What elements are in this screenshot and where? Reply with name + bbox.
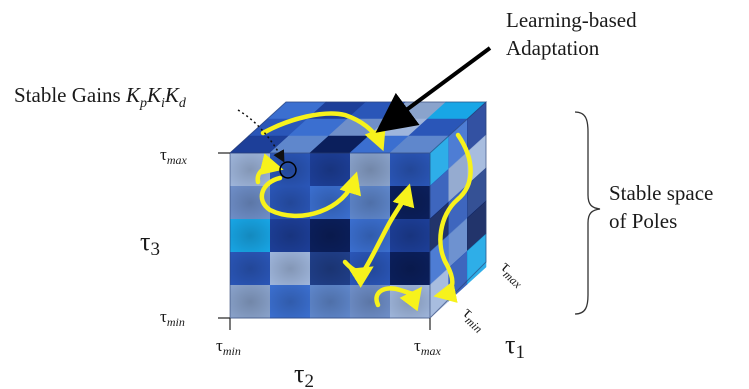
cube-side-face bbox=[429, 101, 487, 319]
cube-tile-shade bbox=[230, 285, 271, 319]
adaptation-label-line2: Adaptation bbox=[506, 36, 600, 60]
tau2-axis-title: τ2 bbox=[294, 359, 314, 389]
cube-tile-shade bbox=[390, 252, 431, 286]
trajectory-left-up bbox=[255, 153, 284, 185]
trajectory-loop-left bbox=[259, 171, 362, 219]
space-bracket bbox=[574, 111, 601, 315]
trajectory-top bbox=[260, 111, 386, 152]
cube-tile-shade bbox=[390, 219, 431, 253]
cube-tile-shade bbox=[230, 252, 271, 286]
cube-tile-shade bbox=[390, 153, 431, 187]
tau1-min-label: τmin bbox=[457, 303, 490, 336]
stable-gains-point bbox=[279, 161, 297, 179]
adaptation-label: Learning-based bbox=[506, 8, 637, 32]
cube-tile-shade bbox=[310, 219, 351, 253]
trajectory-center bbox=[360, 183, 415, 275]
cube-side-tile bbox=[467, 233, 487, 285]
tau3-axis-title: τ3 bbox=[140, 227, 160, 260]
cube-tile-shade bbox=[310, 252, 351, 286]
adaptation-arrow bbox=[375, 46, 492, 133]
cube-tile-shade bbox=[310, 285, 351, 319]
tau3-min-label: τmin bbox=[160, 307, 185, 329]
adaptation-trajectories bbox=[255, 111, 473, 312]
cube-tile-shade bbox=[270, 252, 311, 286]
trajectory-right bbox=[433, 132, 473, 303]
tau2-max-label: τmax bbox=[414, 336, 442, 358]
trajectory-center-low bbox=[342, 259, 374, 288]
cube-front-face bbox=[230, 153, 431, 319]
tau1-axis-title: τ1 bbox=[505, 330, 525, 363]
stable-gains-label: Stable Gains KpKiKd bbox=[14, 83, 187, 111]
gains-pointer bbox=[237, 109, 285, 163]
cube-tile-shade bbox=[270, 285, 311, 319]
stable-space-label-line2: of Poles bbox=[609, 209, 677, 233]
cube-tile-shade bbox=[350, 186, 391, 220]
tau1-max-label: τmax bbox=[495, 257, 530, 292]
stable-space-label: Stable space bbox=[609, 181, 713, 205]
tau3-max-label: τmax bbox=[160, 145, 188, 167]
cube-tile-shade bbox=[230, 219, 271, 253]
cube-tile-shade bbox=[270, 219, 311, 253]
axis-ticks bbox=[218, 152, 431, 330]
tau2-min-label: τmin bbox=[216, 336, 241, 358]
trajectory-bottom bbox=[374, 286, 423, 312]
cube-tile-shade bbox=[310, 153, 351, 187]
